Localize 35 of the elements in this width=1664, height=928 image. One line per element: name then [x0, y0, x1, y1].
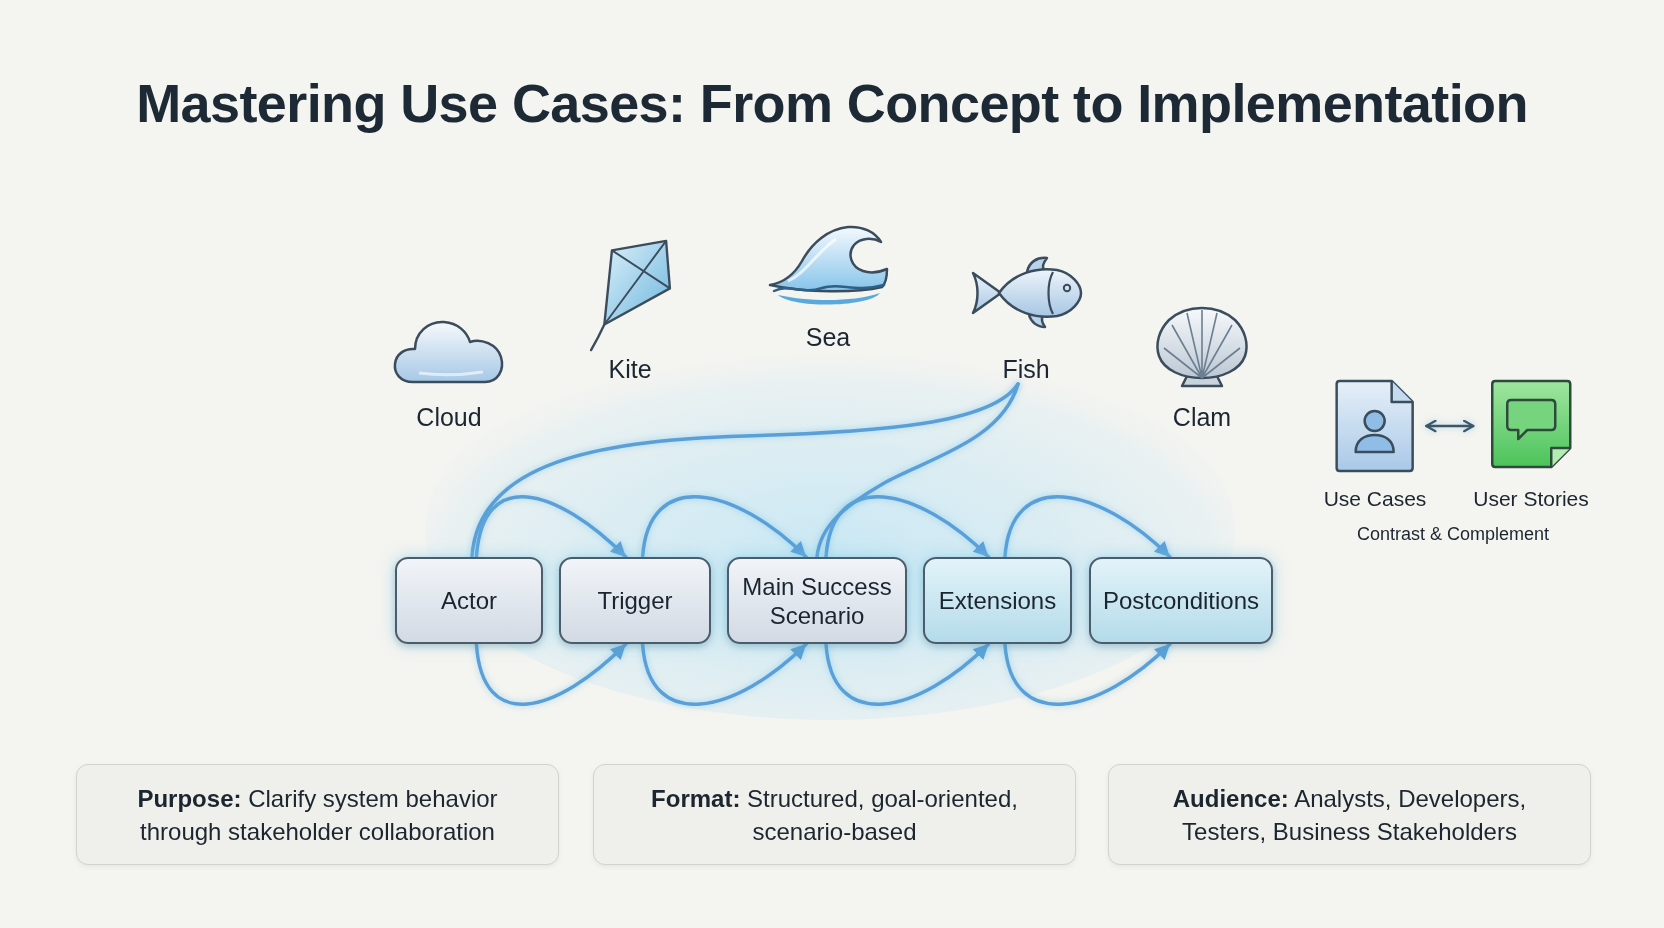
process-box	[1089, 557, 1273, 644]
step-label: Postconditions	[1102, 586, 1260, 615]
arrow	[640, 495, 808, 559]
card-text: Audience: Analysts, Developers, Testers, Business Stakeholders	[1171, 783, 1528, 847]
node-label: Kite	[608, 354, 652, 384]
process-box	[923, 557, 1072, 644]
card-text: Purpose: Clarify system behavior through stakeholder collaboration	[136, 783, 499, 847]
process-box	[727, 557, 907, 644]
node-label: Use Cases	[1323, 486, 1427, 512]
info-card	[76, 764, 559, 865]
node-label: Clam	[1172, 402, 1232, 432]
step-label: Extensions	[938, 586, 1057, 615]
node-label: User Stories	[1473, 486, 1589, 512]
note-text: Contrast & Complement	[1356, 523, 1550, 546]
arrow	[824, 495, 991, 559]
diagram-title: Mastering Use Cases: From Concept to Implementation	[136, 72, 1528, 135]
arrow	[1003, 495, 1172, 559]
node-label: Cloud	[416, 402, 482, 432]
arrow	[474, 495, 628, 559]
arrow	[824, 642, 991, 706]
process-box	[559, 557, 711, 644]
info-card	[1108, 764, 1591, 865]
step-label: Actor	[441, 586, 497, 615]
arrow	[474, 642, 628, 706]
arrow	[1003, 642, 1172, 706]
arrow	[1425, 419, 1475, 433]
node-label: Fish	[1002, 354, 1050, 384]
arrow	[640, 642, 808, 706]
card-text: Format: Structured, goal-oriented, scenario-based	[650, 783, 1019, 847]
process-box	[395, 557, 543, 644]
info-card	[593, 764, 1076, 865]
step-label: Main Success Scenario	[741, 571, 893, 630]
node-label: Sea	[805, 322, 851, 352]
connector-line	[815, 382, 1020, 559]
step-label: Trigger	[597, 586, 673, 615]
